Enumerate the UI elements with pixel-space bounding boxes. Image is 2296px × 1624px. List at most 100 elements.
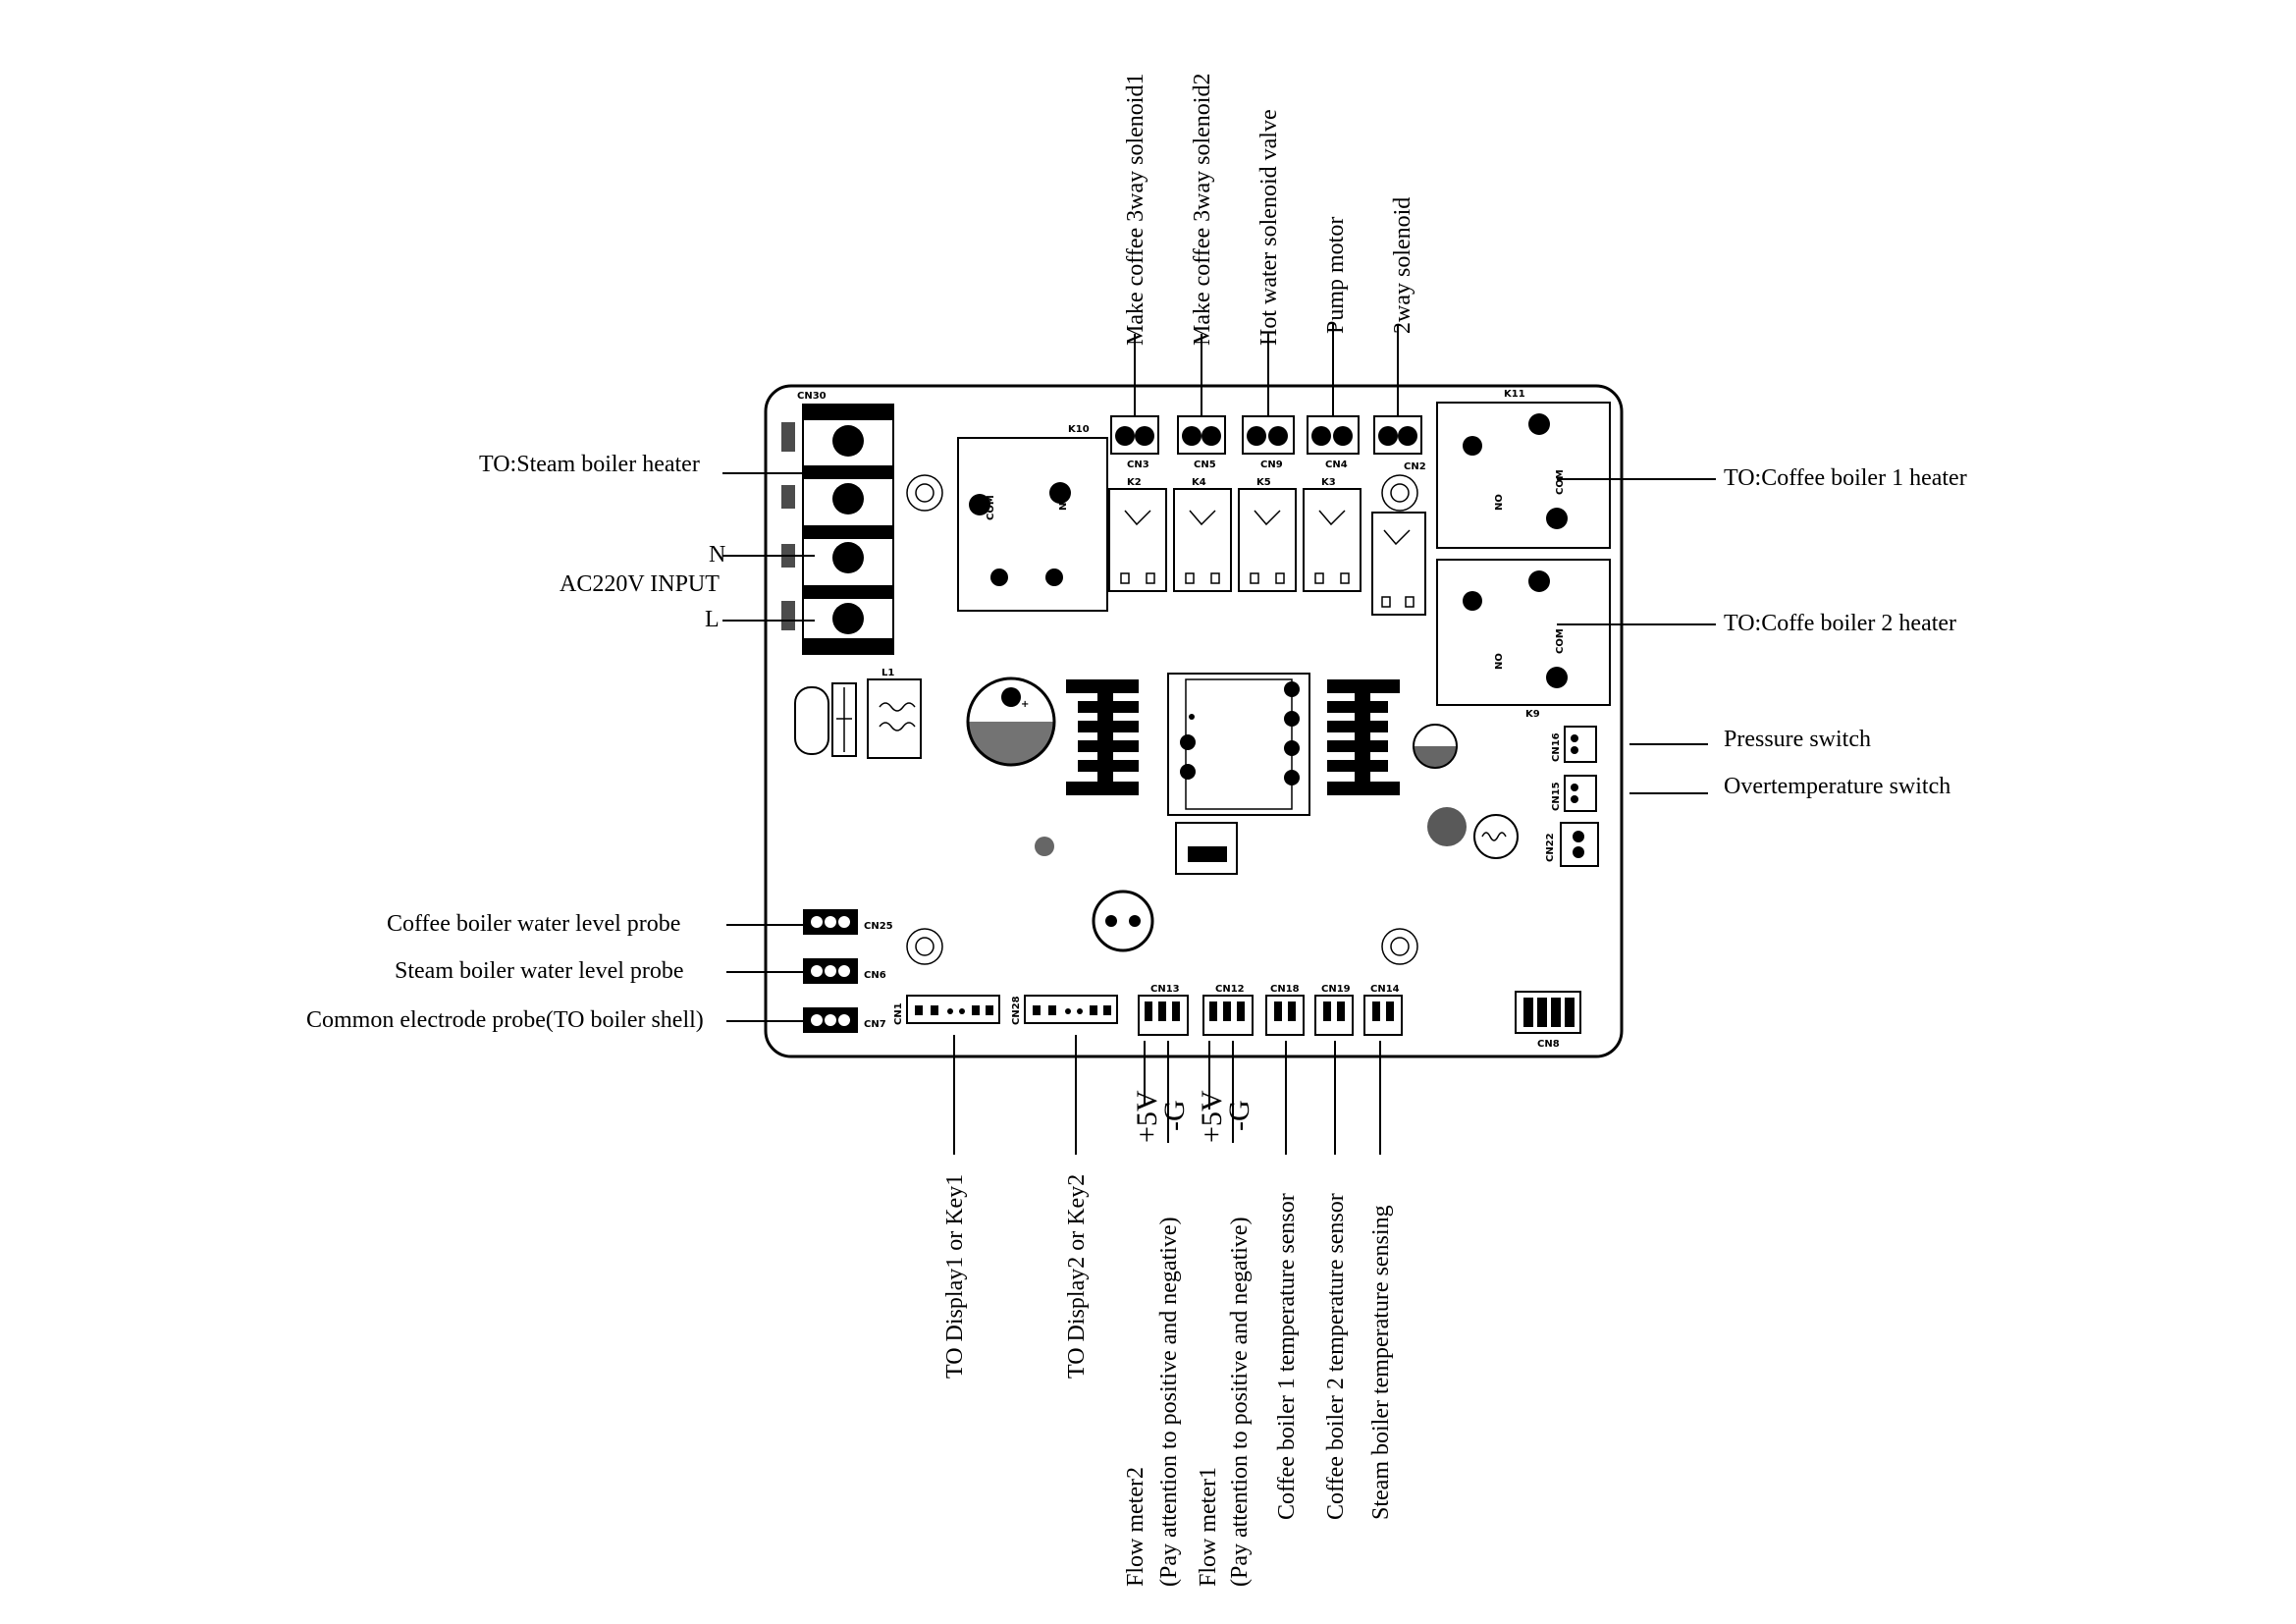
label-cb1-temp: Coffee boiler 1 temperature sensor	[1274, 1193, 1300, 1520]
relay-k2: K2	[1108, 477, 1167, 592]
electrolytic-capacitor: +	[966, 677, 1056, 767]
transformer-module	[1167, 673, 1310, 875]
bottom-connectors: CN1 CN28 CN13 CN12 CN18 CN19	[893, 984, 1581, 1050]
relay-k10: K10 COM NO	[957, 424, 1108, 612]
connector-cn9: CN9	[1242, 415, 1295, 470]
label-cb-level: Coffee boiler water level probe	[387, 911, 680, 937]
label-overtemp-switch: Overtemperature switch	[1724, 774, 1950, 799]
top-labels: Make coffee 3way solenoid1 Make coffee 3…	[1123, 74, 1415, 346]
connector-cn13: CN13	[1138, 984, 1189, 1036]
bottom-labels: TO Display1 or Key1 TO Display2 or Key2 …	[942, 1174, 1394, 1587]
label-flow-meter2-note: (Pay attention to positive and negative)	[1156, 1217, 1182, 1587]
connector-cn5: CN5	[1177, 415, 1226, 470]
connector-cn3: CN3	[1110, 415, 1159, 470]
svg-text:CN28: CN28	[1011, 996, 1022, 1025]
label-l: L	[705, 607, 720, 632]
svg-text:K11: K11	[1504, 389, 1525, 400]
svg-text:CN6: CN6	[864, 970, 886, 981]
small-relays: K2 K4 K5 K3	[1108, 477, 1426, 616]
connector-cn12: CN12	[1202, 984, 1254, 1036]
misc-components	[1035, 724, 1519, 952]
svg-text:K5: K5	[1256, 477, 1271, 488]
label-display1: TO Display1 or Key1	[942, 1174, 968, 1379]
polarity-5v-1: +5V	[1131, 1090, 1163, 1143]
connector-cn28: CN28	[1011, 995, 1118, 1025]
svg-text:CN14: CN14	[1370, 984, 1400, 995]
svg-text:CN19: CN19	[1321, 984, 1351, 995]
polarity-5v-2: +5V	[1196, 1090, 1228, 1143]
svg-text:K3: K3	[1321, 477, 1336, 488]
svg-text:NO: NO	[1494, 653, 1505, 670]
connector-cn4: CN4	[1307, 415, 1360, 470]
relay-k1	[1371, 512, 1426, 616]
svg-text:K10: K10	[1068, 424, 1090, 435]
cn30-silk: CN30	[797, 391, 827, 402]
label-cb2-temp: Coffee boiler 2 temperature sensor	[1323, 1193, 1349, 1520]
label-pressure-switch: Pressure switch	[1724, 727, 1871, 752]
connector-cn19: CN19	[1314, 984, 1354, 1036]
svg-text:CN1: CN1	[893, 1002, 904, 1025]
connector-cn25: CN25	[803, 909, 893, 935]
svg-text:CN18: CN18	[1270, 984, 1300, 995]
connector-cn14: CN14	[1363, 984, 1403, 1036]
svg-text:NO: NO	[1494, 494, 1505, 511]
probe-connectors: CN25 CN6 CN7	[803, 909, 893, 1033]
label-coffee1-heater: TO:Coffee boiler 1 heater	[1724, 465, 1967, 491]
svg-text:CN16: CN16	[1551, 732, 1562, 762]
svg-text:COM: COM	[986, 495, 996, 520]
svg-text:NO: NO	[1058, 494, 1069, 511]
svg-text:CN4: CN4	[1325, 460, 1348, 470]
label-common-probe: Common electrode probe(TO boiler shell)	[306, 1007, 704, 1033]
svg-text:K4: K4	[1192, 477, 1206, 488]
top-label-solenoid2: Make coffee 3way solenoid2	[1190, 74, 1215, 346]
svg-text:CN2: CN2	[1404, 461, 1426, 472]
connector-cn1: CN1	[893, 995, 1000, 1025]
svg-text:COM: COM	[1555, 628, 1566, 654]
svg-text:K9: K9	[1525, 709, 1540, 720]
label-steam-heater: TO:Steam boiler heater	[479, 452, 700, 477]
label-coffee2-heater: TO:Coffe boiler 2 heater	[1724, 611, 1956, 636]
relay-k11: K11 NO COM	[1436, 389, 1611, 549]
svg-text:CN12: CN12	[1215, 984, 1245, 995]
connectors-right-small: CN16 CN15 CN22	[1545, 726, 1599, 867]
svg-text:CN13: CN13	[1150, 984, 1180, 995]
input-filter: L1	[794, 668, 922, 759]
label-flow-meter1: Flow meter1	[1196, 1467, 1221, 1587]
svg-text:CN5: CN5	[1194, 460, 1216, 470]
label-display2: TO Display2 or Key2	[1064, 1174, 1090, 1379]
top-label-2way: 2way solenoid	[1390, 197, 1415, 334]
relay-k4: K4	[1173, 477, 1232, 592]
svg-text:CN25: CN25	[864, 921, 893, 932]
relay-k9: K9 NO COM	[1436, 559, 1611, 720]
label-ac-input: AC220V INPUT	[560, 571, 720, 597]
svg-text:L1: L1	[881, 668, 894, 678]
svg-text:CN22: CN22	[1545, 833, 1556, 862]
connector-cn7: CN7	[803, 1007, 886, 1033]
connector-cn8: CN8	[1515, 991, 1581, 1050]
terminal-block-cn30: CN30	[781, 391, 894, 655]
svg-text:CN7: CN7	[864, 1019, 886, 1030]
mounting-holes	[906, 474, 1418, 965]
label-sb-temp: Steam boiler temperature sensing	[1368, 1205, 1394, 1520]
connector-cn6: CN6	[803, 958, 886, 984]
relay-k5: K5	[1238, 477, 1297, 592]
svg-text:COM: COM	[1555, 469, 1566, 495]
top-connectors: CN3 CN5 CN9 CN4 CN2	[1110, 415, 1426, 472]
svg-text:CN8: CN8	[1537, 1039, 1560, 1050]
polarity-g-2: -G	[1223, 1100, 1255, 1131]
connector-cn2: CN2	[1373, 415, 1426, 472]
label-n: N	[709, 542, 725, 568]
top-label-solenoid1: Make coffee 3way solenoid1	[1123, 74, 1148, 346]
label-flow-meter1-note: (Pay attention to positive and negative)	[1227, 1217, 1253, 1587]
svg-text:CN9: CN9	[1260, 460, 1283, 470]
svg-text:CN15: CN15	[1551, 782, 1562, 811]
relay-k3: K3	[1303, 477, 1362, 592]
top-label-pump: Pump motor	[1323, 217, 1349, 334]
label-sb-level: Steam boiler water level probe	[395, 958, 684, 984]
top-label-hot-water: Hot water solenoid valve	[1256, 109, 1282, 346]
svg-text:K2: K2	[1127, 477, 1142, 488]
connector-cn18: CN18	[1265, 984, 1305, 1036]
heatsinks	[1066, 679, 1400, 795]
svg-text:CN3: CN3	[1127, 460, 1149, 470]
